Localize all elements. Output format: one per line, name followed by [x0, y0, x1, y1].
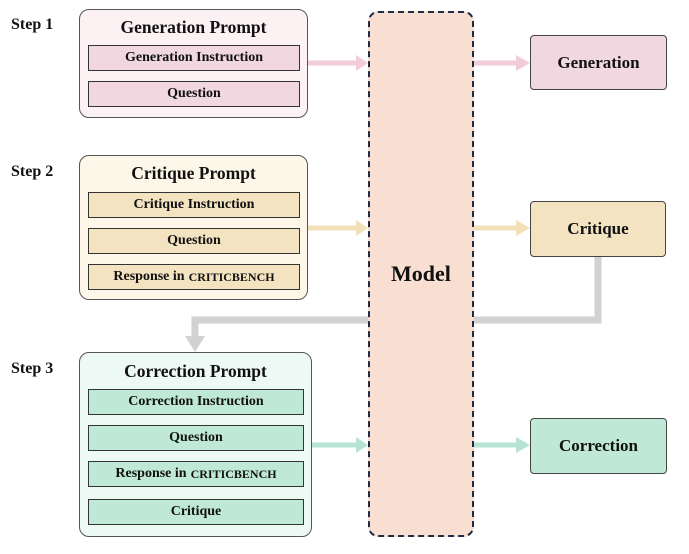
- model-box: Model: [368, 11, 474, 537]
- generation-prompt-title: Generation Prompt: [120, 17, 267, 37]
- correction-question-item: Question: [88, 425, 304, 451]
- correction-prompt-title: Correction Prompt: [124, 361, 267, 381]
- arrow-model-to-critique-head: [516, 220, 530, 236]
- correction-instruction-item: Correction Instruction: [88, 389, 304, 415]
- critique-prompt-box: Critique Prompt Critique Instruction Que…: [79, 155, 308, 300]
- critique-response-bench: CRITICBENCH: [188, 269, 275, 284]
- correction-response-bench: CRITICBENCH: [190, 466, 277, 481]
- arrow-critique-prompt-to-model-head: [356, 220, 368, 236]
- arrow-generation-prompt-to-model-head: [356, 55, 368, 71]
- correction-critique-item: Critique: [88, 499, 304, 525]
- correction-output-box: Correction: [530, 418, 667, 474]
- arrow-model-to-generation-head: [516, 55, 530, 71]
- step-2-label: Step 2: [11, 163, 54, 180]
- model-label: Model: [391, 261, 451, 286]
- arrow-correction-prompt-to-model-head: [356, 437, 368, 453]
- correction-response-prefix: Response in: [115, 466, 187, 481]
- arrow-critique-feedback-head: [185, 336, 205, 352]
- critique-output-box: Critique: [530, 201, 666, 257]
- critique-instruction-item: Critique Instruction: [88, 192, 300, 218]
- arrow-model-to-correction-head: [516, 437, 530, 453]
- step-3-label: Step 3: [11, 360, 54, 377]
- step-1-label: Step 1: [11, 16, 54, 33]
- generation-output-box: Generation: [530, 35, 667, 90]
- critique-response-prefix: Response in: [113, 269, 185, 284]
- generation-prompt-box: Generation Prompt Generation Instruction…: [79, 9, 308, 118]
- correction-prompt-box: Correction Prompt Correction Instruction…: [79, 352, 312, 537]
- critique-prompt-title: Critique Prompt: [131, 163, 256, 183]
- generation-question-item: Question: [88, 81, 300, 107]
- critique-question-item: Question: [88, 228, 300, 254]
- generation-instruction-item: Generation Instruction: [88, 45, 300, 71]
